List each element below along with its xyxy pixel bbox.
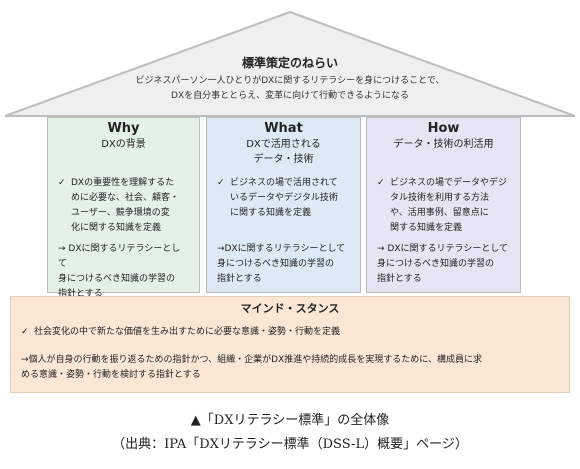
pillar-arrow-text: → DXに関するリテラシーとして 身につけるべき知識の学習の 指針とする	[377, 242, 510, 287]
check-text: ビジネスの場で活用されて いるデータやデジタル技術 に関する知識を定義	[230, 176, 350, 221]
pillar-subtitle: データ・技術の利活用	[393, 139, 494, 150]
check-line: 化に関する知識を定義	[71, 223, 162, 233]
figure-caption: ▲「DXリテラシー標準」の全体像	[190, 413, 390, 428]
check-line: めに必要な、社会、顧客・	[71, 193, 180, 203]
mind-stance-title: マインド・スタンス	[240, 302, 340, 315]
mind-arrow-line: める意識・姿勢・行動を検討する指針とする	[21, 370, 201, 380]
arrow-line: 身につけるべき知識の学習の	[58, 274, 176, 284]
arrow-line: → DXに関するリテラシーとして	[58, 244, 181, 269]
pillar-header: Why DXの背景	[48, 121, 199, 152]
arrow-line: 指針とする	[58, 289, 103, 299]
roof-title: 標準策定のねらい	[241, 56, 338, 70]
check-line: いるデータやデジタル技術	[230, 193, 338, 203]
check-row: ✓ DXの重要性を理解するた めに必要な、社会、顧客・ ユーザー、競争環境の変 …	[58, 176, 189, 236]
check-line: タル技術を利用する方法	[390, 193, 490, 203]
check-line: ビジネスの場で活用されて	[230, 178, 338, 188]
pillar-arrow-text: →DXに関するリテラシーとして 身につけるべき知識の学習の 指針とする	[217, 242, 350, 287]
pillar-subtitle: DXで活用される	[246, 139, 321, 150]
check-icon: ✓	[217, 178, 225, 188]
pillar-check-list: ✓ ビジネスの場で活用されて いるデータやデジタル技術 に関する知識を定義	[217, 176, 350, 221]
check-text: DXの重要性を理解するた めに必要な、社会、顧客・ ユーザー、競争環境の変 化に…	[71, 176, 189, 236]
arrow-line: 指針とする	[217, 274, 262, 284]
mind-check-row: ✓ 社会変化の中で新たな価値を生み出すために必要な意識・姿勢・行動を定義	[21, 325, 559, 339]
mind-arrow-line: →個人が自身の行動を振り返るための指針かつ、組織・企業がDX推進や持続的成長を実…	[21, 355, 483, 365]
pillar-title: What	[264, 121, 303, 136]
roof-background	[4, 10, 576, 117]
check-line: に関する知識を定義	[230, 208, 312, 218]
arrow-line: →DXに関するリテラシーとして	[217, 244, 346, 254]
pillar-title: How	[427, 121, 460, 136]
check-icon: ✓	[377, 178, 385, 188]
mind-stance-box: マインド・スタンス ✓ 社会変化の中で新たな価値を生み出すために必要な意識・姿勢…	[10, 296, 570, 393]
pillar-how: How データ・技術の利活用 ✓ ビジネスの場でデータやデジ タル技術を利用する…	[366, 117, 521, 293]
check-row: ✓ ビジネスの場でデータやデジ タル技術を利用する方法 や、活用事例、留意点に …	[377, 176, 510, 236]
pillar-subtitle: DXの背景	[101, 139, 146, 150]
arrow-line: 身につけるべき知識の学習の	[217, 259, 335, 269]
check-row: ✓ ビジネスの場で活用されて いるデータやデジタル技術 に関する知識を定義	[217, 176, 350, 221]
roof-description: ビジネスパーソン一人ひとりがDXに関するリテラシーを身につけることで、 DXを自…	[120, 74, 460, 104]
pillar-subtitle: データ・技術	[253, 154, 314, 165]
roof-description-line: DXを自分事ととらえ、変革に向けて行動できるようになる	[171, 91, 409, 101]
check-line: 関する知識を定義	[390, 223, 463, 233]
pillar-arrow-text: → DXに関するリテラシーとして 身につけるべき知識の学習の 指針とする	[58, 242, 189, 302]
arrow-line: 指針とする	[377, 274, 422, 284]
pillar-why: Why DXの背景 ✓ DXの重要性を理解するた めに必要な、社会、顧客・ ユー…	[47, 117, 200, 299]
check-icon: ✓	[21, 327, 29, 337]
arrow-line: → DXに関するリテラシーとして	[377, 244, 509, 254]
pillar-check-list: ✓ ビジネスの場でデータやデジ タル技術を利用する方法 や、活用事例、留意点に …	[377, 176, 510, 236]
check-text: ビジネスの場でデータやデジ タル技術を利用する方法 や、活用事例、留意点に 関す…	[390, 176, 510, 236]
mind-arrow-text: →個人が自身の行動を振り返るための指針かつ、組織・企業がDX推進や持続的成長を実…	[21, 353, 555, 383]
check-icon: ✓	[58, 178, 66, 188]
arrow-line: 身につけるべき知識の学習の	[377, 259, 495, 269]
pillar-title: Why	[107, 121, 140, 136]
roof-description-line: ビジネスパーソン一人ひとりがDXに関するリテラシーを身につけることで、	[135, 76, 445, 86]
pillar-header: What DXで活用される データ・技術	[207, 121, 360, 167]
pillar-check-list: ✓ DXの重要性を理解するた めに必要な、社会、顧客・ ユーザー、競争環境の変 …	[58, 176, 189, 236]
pillar-header: How データ・技術の利活用	[367, 121, 520, 152]
pillar-what: What DXで活用される データ・技術 ✓ ビジネスの場で活用されて いるデー…	[206, 117, 361, 293]
check-line: や、活用事例、留意点に	[390, 208, 489, 218]
check-line: DXの重要性を理解するた	[71, 178, 175, 188]
check-line: ユーザー、競争環境の変	[71, 208, 170, 218]
check-line: ビジネスの場でデータやデジ	[390, 178, 508, 188]
mind-check-text: 社会変化の中で新たな価値を生み出すために必要な意識・姿勢・行動を定義	[34, 327, 341, 337]
figure-source: （出典：IPA「DXリテラシー標準（DSS-L）概要」ページ）	[112, 437, 468, 452]
